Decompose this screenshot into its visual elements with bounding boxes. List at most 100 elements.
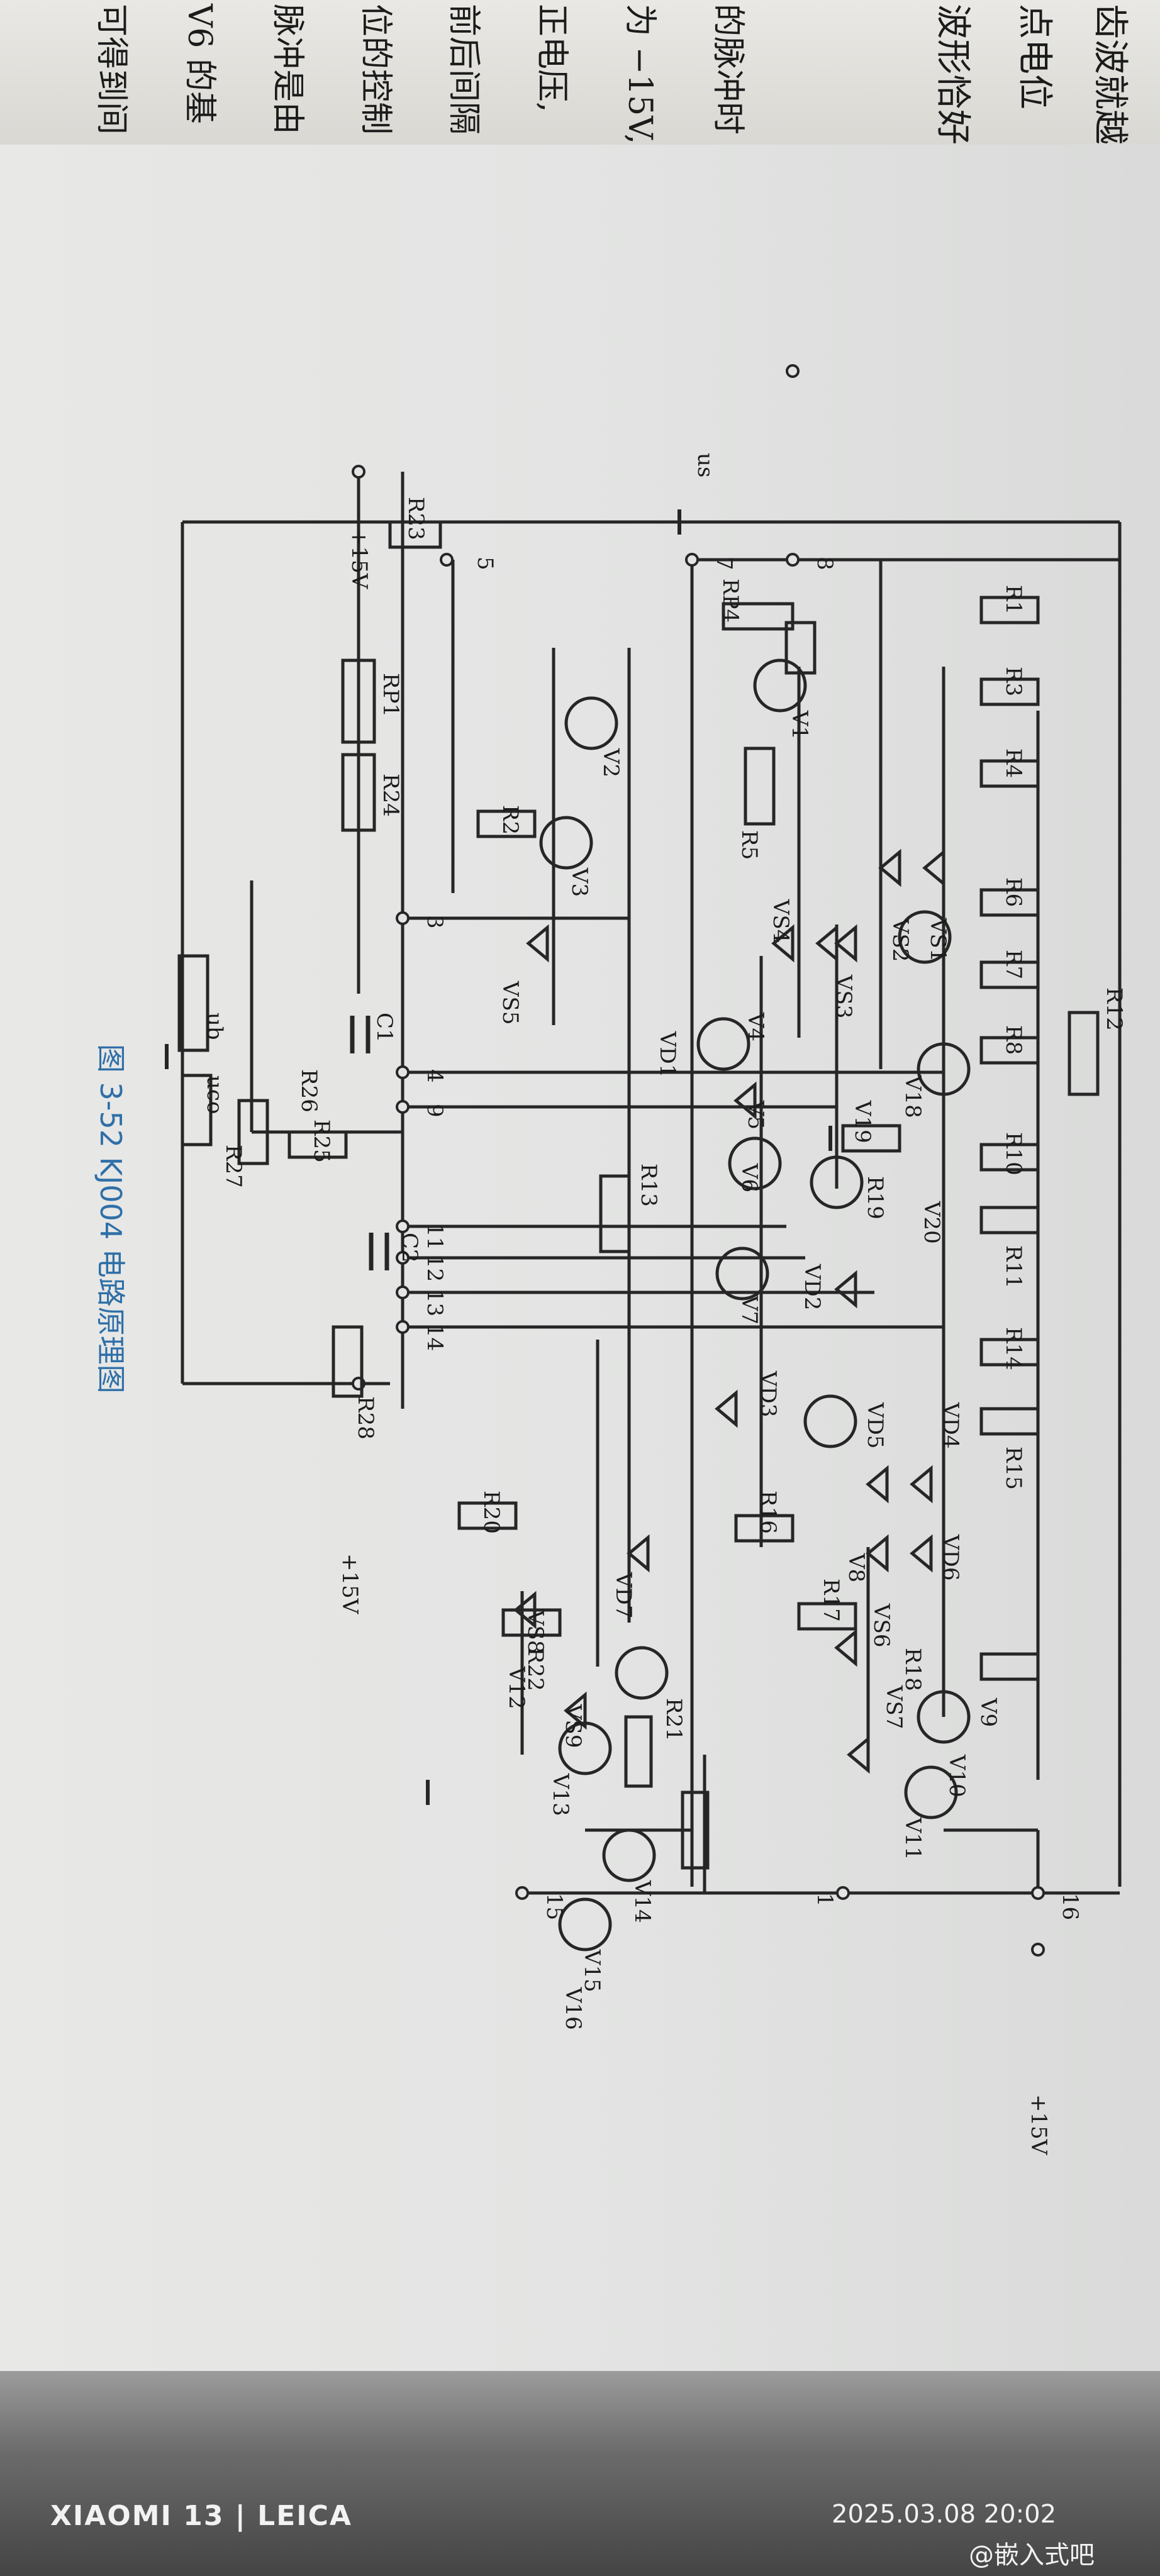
label-r18: R18: [900, 1648, 925, 1691]
label-r21: R21: [661, 1698, 686, 1741]
label-r3: R3: [1001, 667, 1026, 696]
pin-label-12: 12: [422, 1255, 447, 1282]
label-r1: R1: [1001, 585, 1026, 614]
label-r24: R24: [378, 774, 403, 817]
ground-symbols: [165, 509, 832, 1805]
pin-circles: [352, 364, 1045, 1957]
pin-label-13: 13: [422, 1289, 447, 1316]
top-text-col1-line3: 齿波就越: [1090, 4, 1130, 145]
label-vs7: VS7: [881, 1685, 906, 1729]
label-vs4: VS4: [768, 899, 793, 943]
label-r2: R2: [498, 805, 523, 835]
label-v8: V8: [844, 1553, 869, 1582]
label-c1: C1: [372, 1013, 397, 1043]
label-r20: R20: [479, 1491, 504, 1534]
label-r28: R28: [353, 1396, 378, 1440]
label-r22: R22: [523, 1648, 548, 1691]
label-vd3: VD3: [756, 1370, 781, 1417]
label-vd7: VD7: [611, 1572, 636, 1618]
label-v3: V3: [567, 867, 592, 897]
label-ub: ub: [202, 1013, 227, 1040]
label-r26: R26: [296, 1069, 321, 1113]
pin-label-5: 5: [472, 557, 498, 570]
label-r16: R16: [756, 1491, 781, 1534]
label-vs1: VS1: [925, 918, 951, 962]
label-v16: V16: [560, 1987, 586, 2030]
label-c2: C2: [397, 1233, 422, 1263]
pin-label-7: 7: [711, 557, 737, 570]
label-rp4: RP4: [718, 579, 743, 623]
label-uco: uco: [202, 1075, 227, 1114]
top-text-col2-line5: 位的控制: [357, 4, 394, 135]
label-vd2: VD2: [800, 1263, 825, 1310]
pin-label-16: 16: [1057, 1893, 1083, 1920]
pin-label-14: 14: [422, 1324, 447, 1351]
pin-label-8: 8: [812, 557, 837, 570]
top-text-col2-line2: 为 −15V,: [621, 4, 659, 145]
label-v13: V13: [548, 1773, 573, 1816]
top-text-col2-line6: 脉冲是由: [269, 4, 306, 135]
label-vd1: VD1: [655, 1031, 680, 1077]
page-bottom-shadow: [0, 2371, 1160, 2576]
top-text-col2-line3: 正电压,: [533, 4, 571, 113]
label-r6: R6: [1001, 877, 1026, 907]
label-v14: V14: [630, 1880, 655, 1923]
top-text-col2-line1: 的脉冲时: [709, 4, 747, 135]
input-label-us: us: [693, 453, 718, 477]
top-text-col1-line1: 波形恰好: [932, 4, 973, 145]
site-watermark: @嵌入式吧: [969, 2541, 1095, 2570]
label-r10: R10: [1001, 1132, 1026, 1175]
label-v4: V4: [743, 1012, 768, 1041]
label-v7: V7: [737, 1295, 762, 1324]
label-vs8: VS8: [523, 1609, 548, 1653]
label-v5: V5: [743, 1100, 768, 1130]
label-r5: R5: [737, 830, 762, 860]
label-r23: R23: [403, 497, 428, 540]
pin-label-3: 3: [422, 915, 447, 929]
supply-label-1: +15V: [347, 528, 372, 590]
label-r17: R17: [818, 1579, 844, 1622]
label-vd5: VD5: [862, 1402, 888, 1448]
pin-label-15: 15: [542, 1893, 567, 1920]
label-r4: R4: [1001, 748, 1026, 778]
label-r15: R15: [1001, 1446, 1026, 1490]
top-text-col2-line7: V6 的基: [181, 4, 218, 125]
resistor-bodies: [177, 520, 1100, 1870]
label-r12: R12: [1101, 987, 1127, 1031]
label-r14: R14: [1001, 1327, 1026, 1370]
camera-brand-watermark: XIAOMI 13 | LEICA: [50, 2500, 352, 2532]
label-v9: V9: [976, 1697, 1001, 1727]
capacitor-plates: [350, 1016, 389, 1270]
label-v19: V19: [850, 1100, 875, 1143]
label-vs6: VS6: [869, 1603, 894, 1647]
pin-label-9: 9: [422, 1104, 447, 1118]
label-v12: V12: [504, 1666, 529, 1709]
top-text-col1-line2: 点电位: [1014, 4, 1055, 109]
top-text-col2-line4: 前后间隔: [445, 4, 482, 135]
label-vs5: VS5: [498, 980, 523, 1024]
timestamp-watermark: 2025.03.08 20:02: [832, 2500, 1057, 2529]
label-v15: V15: [579, 1949, 605, 1992]
transistor-bodies: [539, 658, 971, 1951]
label-r8: R8: [1001, 1025, 1026, 1055]
supply-label-2: +15V: [337, 1553, 362, 1615]
pin-label-11: 11: [422, 1223, 447, 1250]
supply-label-3: +15V: [1026, 2094, 1051, 2156]
label-vs3: VS3: [831, 974, 856, 1018]
label-r25: R25: [309, 1119, 334, 1163]
label-vs9: VS9: [560, 1704, 586, 1748]
kj004-schematic: +15V +15V +15V us 1 3 4 5 7 8 9 11 12 13…: [94, 364, 1127, 2156]
label-r7: R7: [1001, 950, 1026, 979]
diode-symbols: [513, 848, 945, 1774]
pin-label-1: 1: [812, 1893, 837, 1907]
label-v11: V11: [900, 1817, 925, 1860]
pin-label-4: 4: [422, 1069, 447, 1083]
label-v6: V6: [737, 1163, 762, 1192]
label-r27: R27: [221, 1145, 246, 1188]
label-r13: R13: [636, 1163, 661, 1207]
label-vd6: VD6: [938, 1534, 963, 1580]
label-v18: V18: [900, 1075, 925, 1118]
label-v2: V2: [598, 748, 623, 777]
label-rp1: RP1: [378, 673, 403, 717]
label-r19: R19: [862, 1176, 888, 1219]
